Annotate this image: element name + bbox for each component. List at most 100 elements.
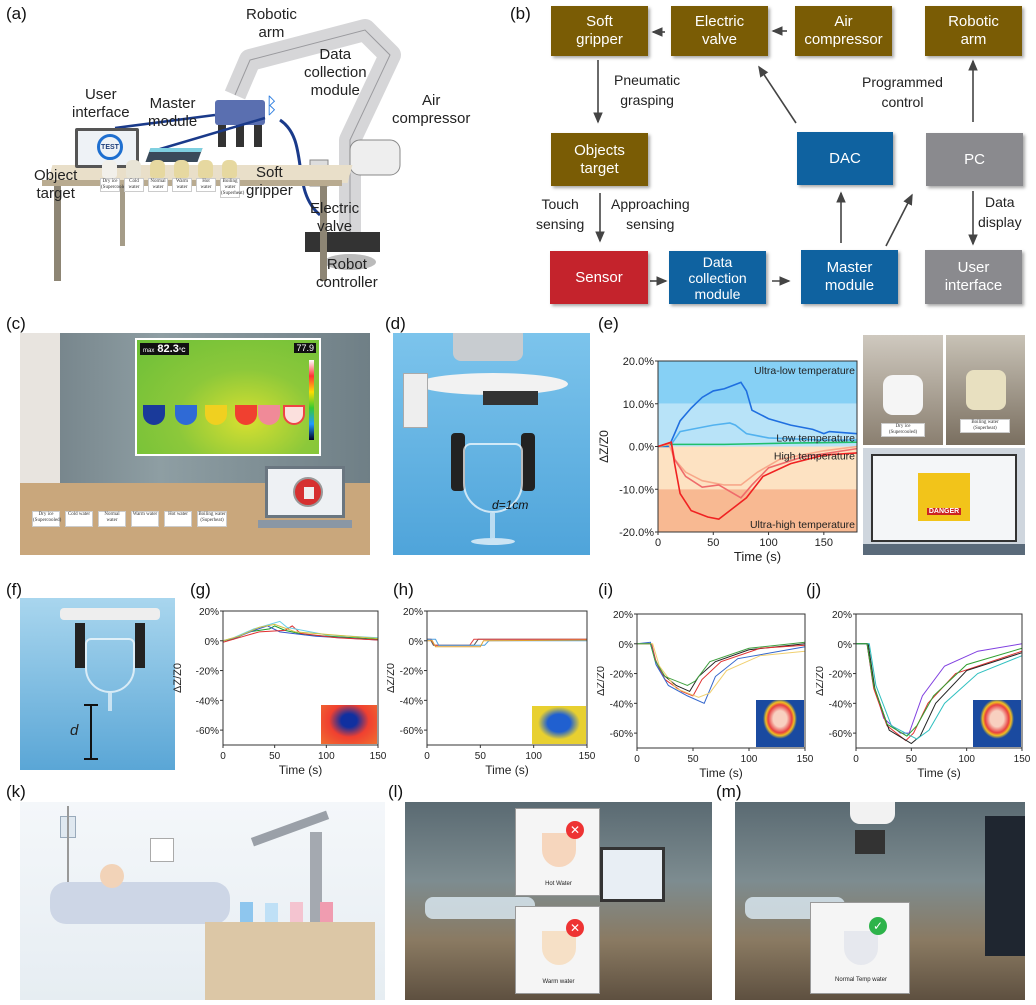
x-axis-label: Time (s) (917, 766, 961, 780)
y-tick-label: -60% (400, 726, 423, 737)
y-tick-label: -10.0% (619, 484, 654, 496)
robot-system-illustration: ᛒ TEST Dry ice (Supercooled) Cold water … (20, 0, 480, 300)
cup-label: Hot water (164, 511, 192, 527)
series-line (856, 643, 1023, 740)
distance-label: d (70, 722, 79, 739)
x-tick-label: 150 (370, 751, 387, 762)
panel-k-label: (k) (6, 782, 26, 801)
band-label: Low temperature (776, 433, 855, 445)
x-tick-label: 50 (687, 754, 699, 765)
x-tick-label: 0 (424, 751, 430, 762)
y-tick-label: 0.0% (629, 442, 654, 454)
x-tick-label: 0 (655, 537, 661, 549)
box-data-collection-module: Data collection module (669, 251, 766, 304)
box-objects-target: Objects target (551, 133, 648, 186)
band-label: High temperature (774, 451, 855, 463)
series-line (637, 643, 806, 697)
x-tick-label: 100 (525, 751, 542, 762)
thermal-image: max 82.3°C 77.9 (135, 338, 321, 456)
screen-label: Warm water (542, 979, 575, 985)
gripper-glass-photo: d=1cm (393, 333, 590, 555)
reject-icon: ✕ (566, 919, 584, 937)
cup-label: Dry ice (Supercooled) (100, 178, 130, 192)
y-tick-label: -20% (196, 667, 219, 678)
normal-water-demo-photo: ✓ Normal Temp water (735, 802, 1025, 1000)
box-dac: DAC (797, 132, 893, 185)
y-tick-label: 20% (613, 610, 633, 621)
plot-frame (636, 613, 806, 749)
cup-label: Cold water (65, 511, 93, 527)
panel-g-label: (g) (190, 580, 211, 599)
x-axis-label: Time (s) (734, 549, 781, 564)
thermal-inset-g (321, 705, 377, 744)
x-tick-label: 100 (958, 754, 975, 765)
x-tick-label: 0 (634, 754, 640, 765)
hospital-scene-illustration (20, 802, 385, 1000)
y-tick-label: 20.0% (623, 356, 654, 368)
x-tick-label: 150 (815, 537, 833, 549)
robotic-arm-drawing: ᛒ (114, 19, 401, 270)
cup-label: Hot water (196, 178, 216, 192)
x-axis-label: Time (s) (279, 763, 323, 777)
series-line (427, 639, 588, 648)
ui-window-warm: ✕ Warm water (515, 906, 600, 994)
cup-label: Boiling water (Superheat) (197, 511, 227, 527)
accept-icon: ✓ (869, 917, 887, 935)
y-tick-label: -40% (829, 699, 852, 710)
cup-label: Warm water (131, 511, 159, 527)
y-tick-label: 20% (403, 607, 423, 618)
thermal-inset-h (532, 706, 586, 744)
y-tick-label: -60% (196, 726, 219, 737)
cup-label: Normal water (148, 178, 168, 192)
flowchart-arrows (593, 26, 978, 286)
series-line (856, 643, 1023, 745)
y-tick-label: 20% (199, 607, 219, 618)
thermal-scale-top: 77.9 (294, 343, 316, 353)
thermal-demo-photo: max 82.3°C 77.9 Dry ice (Supercooled) Co… (20, 333, 370, 555)
band-region (658, 361, 857, 404)
screen-label: Normal Temp water (835, 977, 887, 983)
ui-window-normal: ✓ Normal Temp water (810, 902, 910, 994)
reject-icon: ✕ (566, 821, 584, 839)
box-electric-valve: Electric valve (671, 6, 768, 56)
y-tick-label: 10.0% (623, 399, 654, 411)
y-axis-label: ΔZ/Z0 (387, 663, 397, 693)
y-tick-label: -20% (400, 667, 423, 678)
y-tick-label: -60% (610, 729, 633, 740)
distance-label: d=1cm (492, 498, 529, 512)
y-tick-label: -20.0% (619, 527, 654, 539)
band-label: Ultra-low temperature (754, 365, 855, 377)
y-tick-label: -40% (400, 696, 423, 707)
y-axis-label: ΔZ/Z0 (597, 430, 611, 463)
panel-i-label: (i) (598, 580, 614, 599)
arrow-master-to-pc (885, 193, 913, 247)
y-tick-label: 0% (205, 637, 220, 648)
series-line (657, 441, 858, 521)
panel-d-label: (d) (385, 314, 406, 333)
series-line (856, 643, 1023, 737)
thermal-color-scale (309, 360, 314, 440)
panel-j-label: (j) (806, 580, 822, 599)
arrow-dac-to-valve (758, 65, 797, 124)
panel-m-label: (m) (716, 782, 742, 801)
panel-l-label: (l) (388, 782, 404, 801)
series-line (658, 381, 858, 448)
box-pc: PC (926, 133, 1023, 186)
panel-c-label: (c) (6, 314, 26, 333)
x-axis-label: Time (s) (699, 766, 743, 780)
plot-frame (855, 613, 1023, 749)
